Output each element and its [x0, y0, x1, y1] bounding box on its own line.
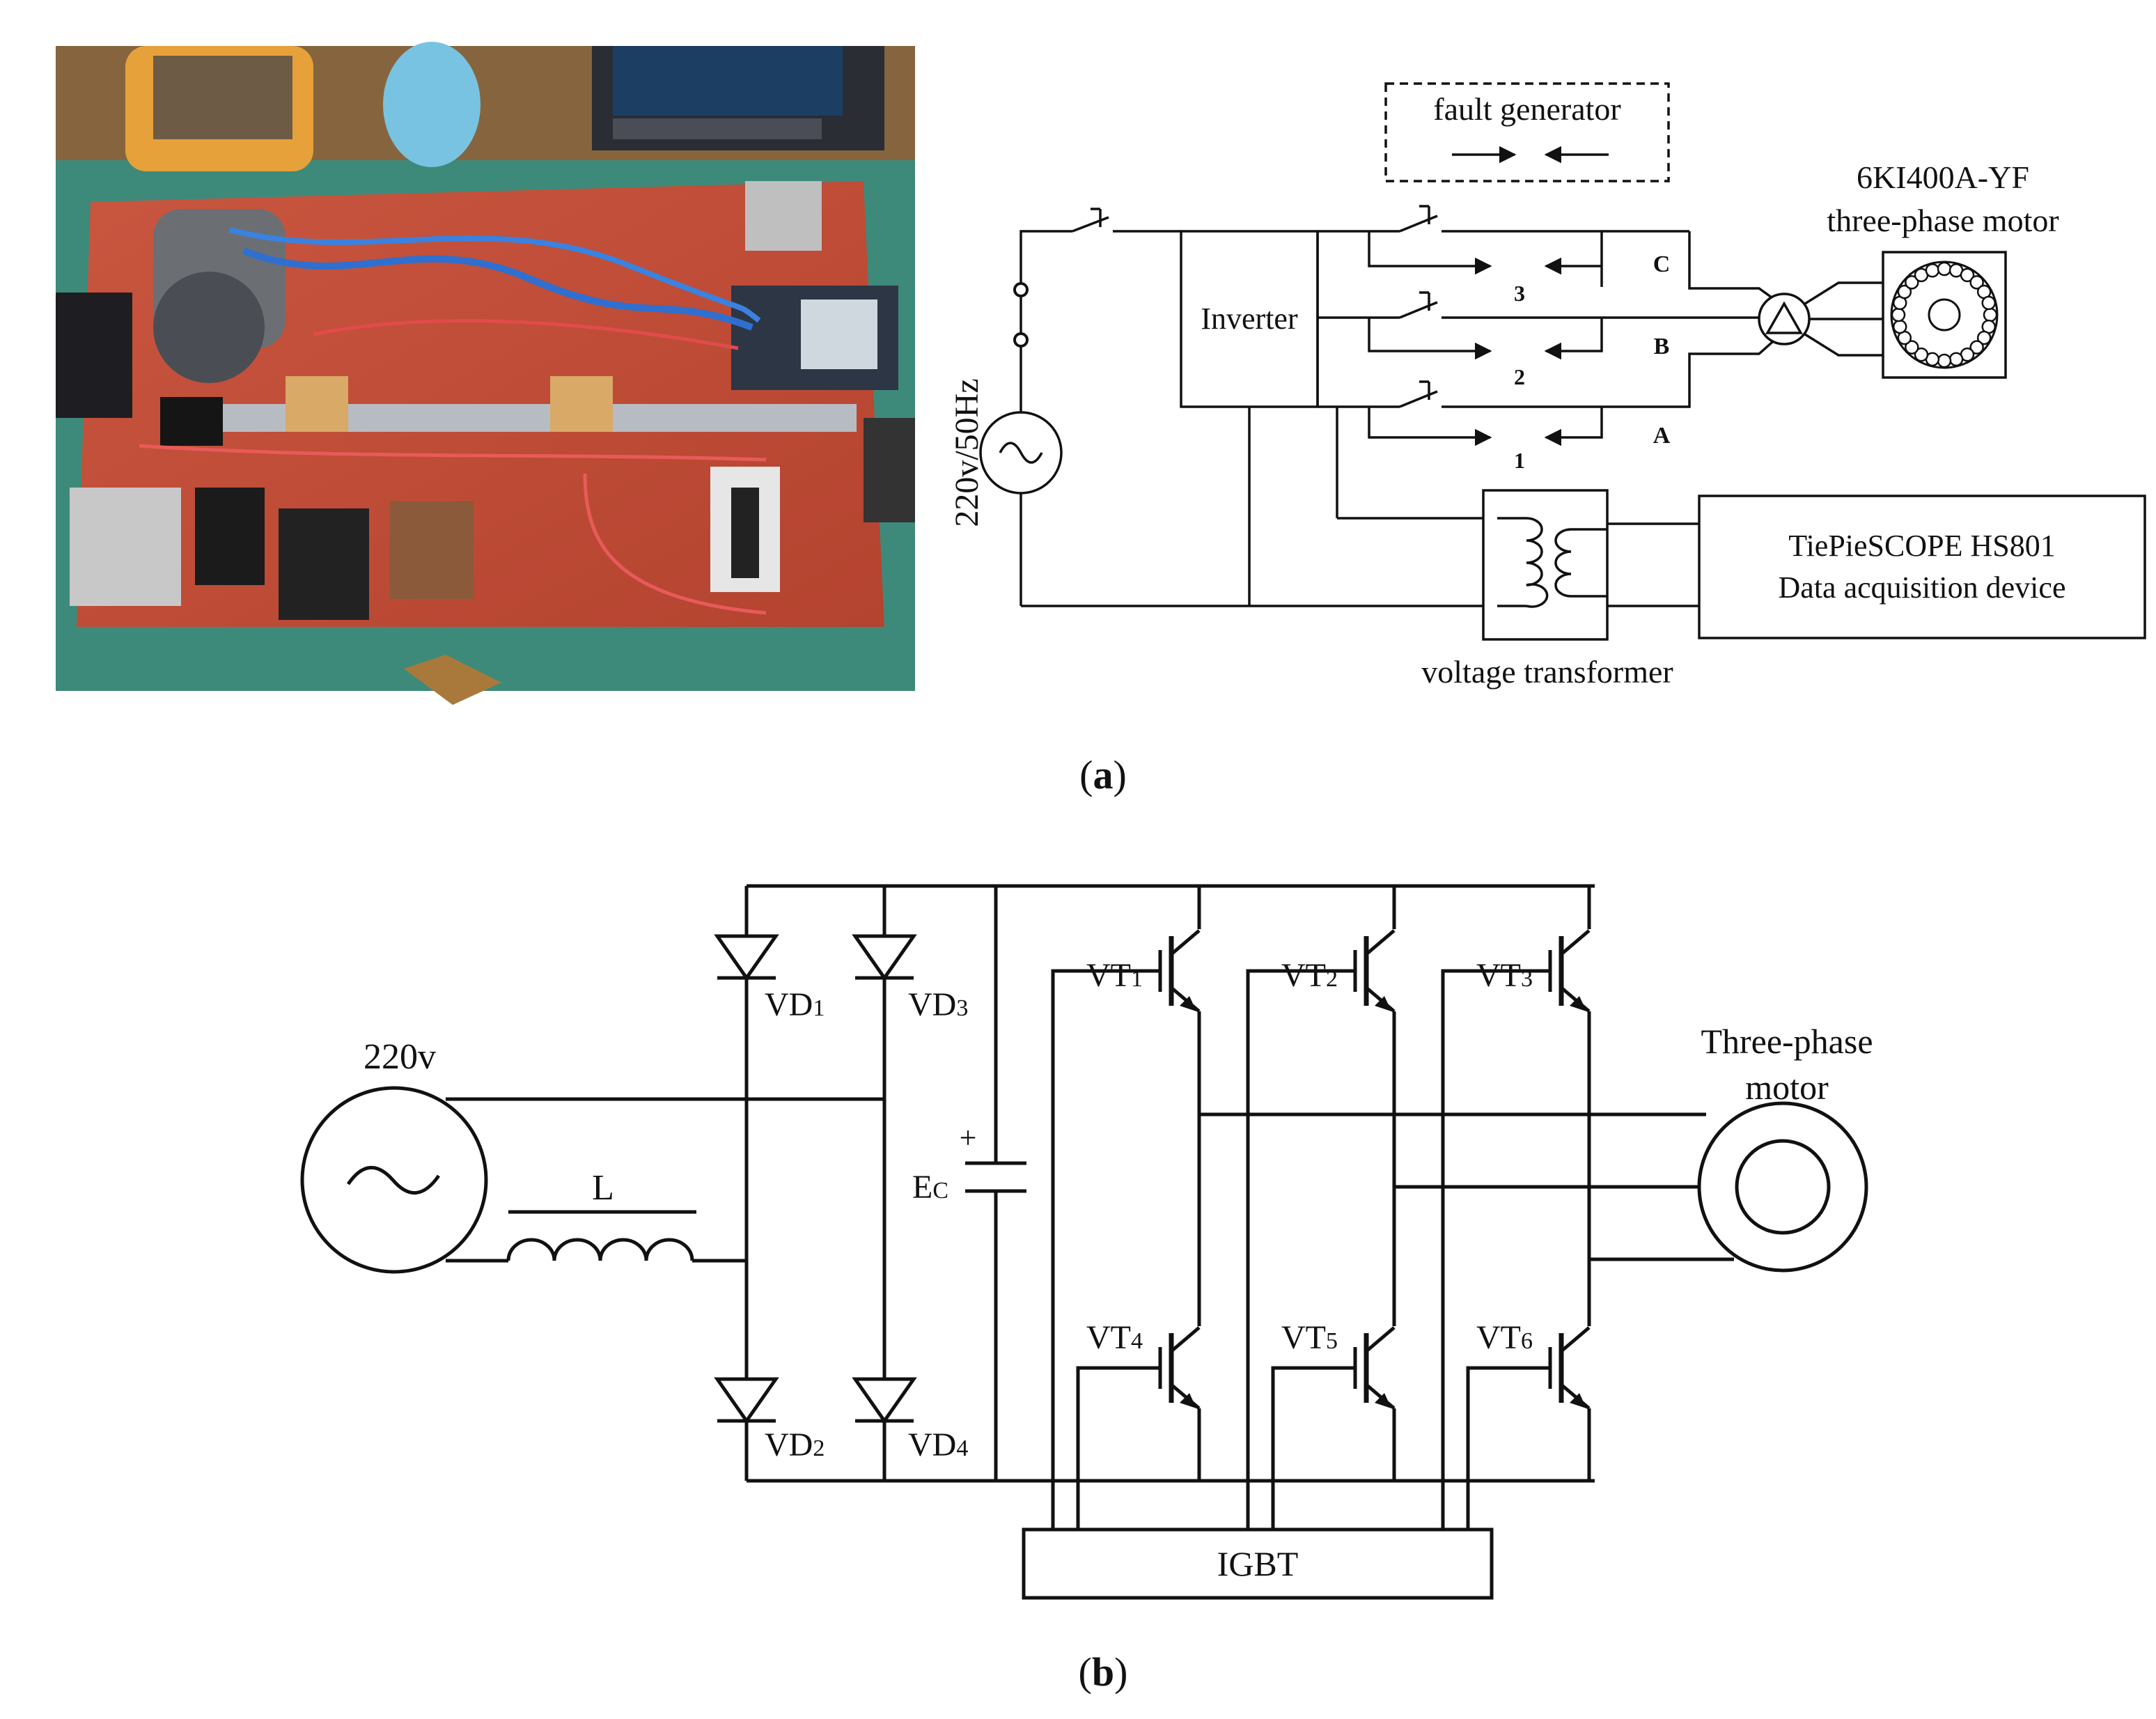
cap-plus: + — [960, 1121, 977, 1155]
testbench-photo — [56, 42, 915, 705]
rotor-slot — [1897, 284, 1912, 300]
rotor-slot — [1981, 295, 1997, 311]
caption-a: (a) — [1079, 752, 1127, 798]
diode-vd1 — [714, 934, 779, 981]
panel-b-schematic: VD1 VD3 VD2 VD4 220v L + EC Three-phase … — [300, 884, 1873, 1600]
vt5-label: VT5 — [1281, 1319, 1338, 1356]
rotor-slot — [1969, 340, 1984, 355]
rotor-slot — [1948, 352, 1964, 367]
daq-label-line1: TiePieSCOPE HS801 — [1788, 529, 2056, 563]
phase-a — [1318, 330, 1786, 446]
vt3-label: VT3 — [1476, 957, 1533, 994]
rotor-slot — [1925, 263, 1940, 278]
svg-text:(a): (a) — [1079, 752, 1127, 798]
rotor-slot — [1976, 330, 1992, 345]
inverter-label: Inverter — [1201, 302, 1298, 336]
fault-point-3: 3 — [1514, 281, 1525, 306]
fault-generator-label: fault generator — [1433, 91, 1620, 127]
phase-b — [1318, 291, 1759, 360]
igbt-driver-box — [1022, 1527, 1494, 1600]
rotor-slot — [1937, 353, 1952, 368]
rotor-slot — [1960, 267, 1975, 283]
vd1-label: VD1 — [765, 986, 825, 1023]
diode-vd4 — [852, 1377, 917, 1424]
phase-b-label: B — [1654, 334, 1670, 359]
rotor-slot — [1905, 275, 1919, 290]
vt1-label: VT1 — [1086, 957, 1143, 994]
rotor-slot — [1983, 307, 1998, 322]
diode-vd3 — [852, 934, 917, 981]
daq-label-line2: Data acquisition device — [1779, 570, 2066, 605]
vd2-label: VD2 — [765, 1426, 825, 1463]
igbt-label: IGBT — [1217, 1544, 1299, 1583]
motor-b — [1697, 1101, 1868, 1273]
cap-label: EC — [912, 1169, 948, 1206]
rotor-slot — [1905, 340, 1919, 355]
diode-vd2 — [714, 1377, 779, 1424]
voltage-transformer — [1482, 489, 1609, 641]
motor-model-label: 6KI400A-YF — [1857, 160, 2029, 195]
inductor-l — [506, 1238, 694, 1261]
transformer-label: voltage transformer — [1421, 654, 1673, 690]
caption-b: (b) — [1079, 1649, 1128, 1695]
phase-a-label: A — [1653, 423, 1671, 449]
motor-b-label-line2: motor — [1745, 1068, 1829, 1107]
phase-c-label: C — [1653, 251, 1671, 277]
source-b-label: 220v — [364, 1037, 436, 1077]
rotor-slot — [1914, 347, 1929, 362]
panel-a-schematic: fault generator 6KI400A-YF three-phase m… — [948, 82, 2146, 690]
fault-point-2: 2 — [1514, 364, 1525, 389]
vt6-label: VT6 — [1476, 1319, 1533, 1356]
fault-point-1: 1 — [1514, 448, 1525, 473]
rotor-slot — [1892, 319, 1907, 334]
rotor-slot — [1891, 307, 1906, 322]
vt2-label: VT2 — [1281, 957, 1338, 994]
phase-c — [1318, 205, 1786, 308]
source-rating-label: 220v/50Hz — [948, 378, 985, 527]
vt4-label: VT4 — [1086, 1319, 1143, 1356]
motor-desc-label: three-phase motor — [1827, 203, 2059, 238]
vd4-label: VD4 — [908, 1426, 968, 1463]
inductor-label: L — [592, 1168, 614, 1208]
rotor-slot — [1937, 261, 1952, 277]
vd3-label: VD3 — [908, 986, 968, 1023]
rotor-slot — [1969, 275, 1984, 290]
daq-box — [1698, 495, 2146, 639]
motor-b-label-line1: Three-phase — [1701, 1022, 1873, 1061]
svg-text:(b): (b) — [1079, 1649, 1128, 1695]
